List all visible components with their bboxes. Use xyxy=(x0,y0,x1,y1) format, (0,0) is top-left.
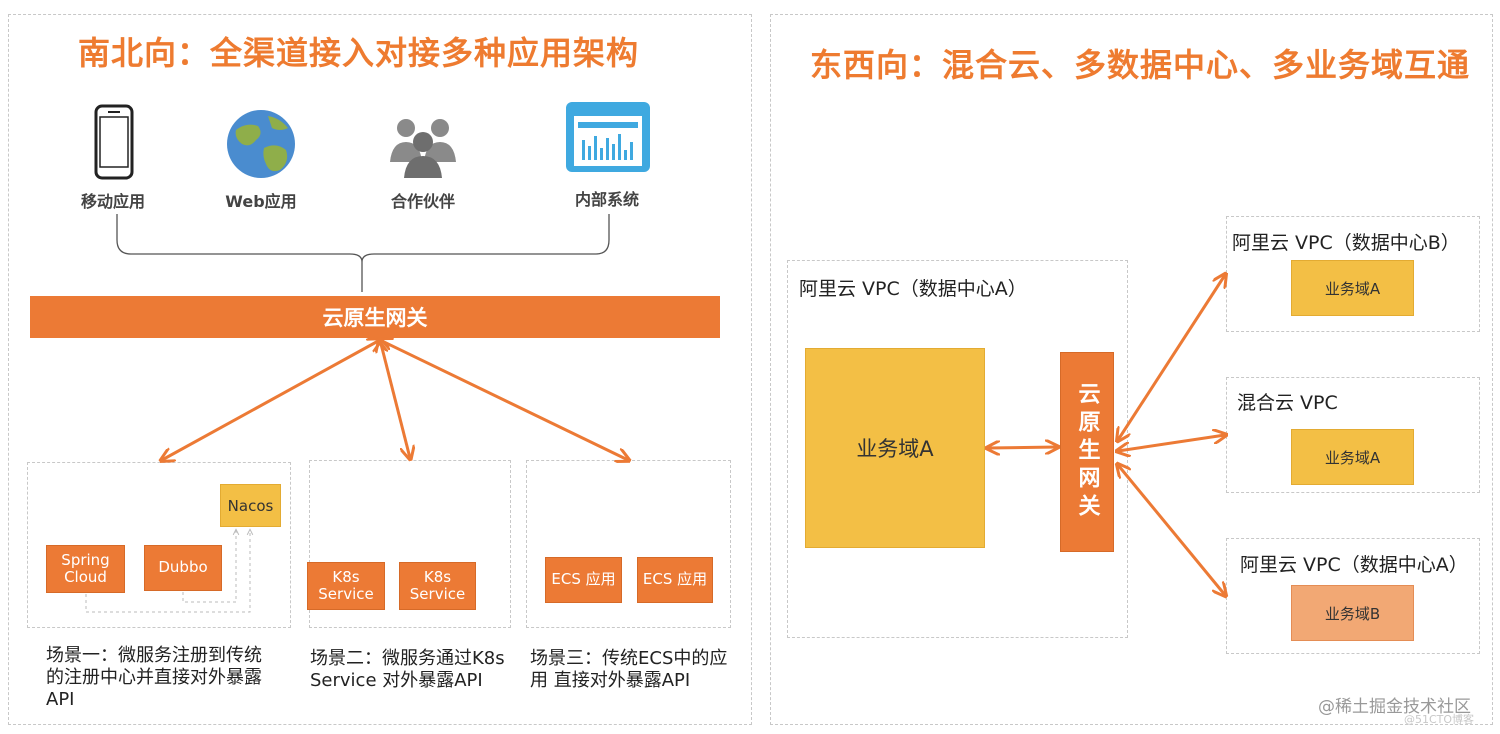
north-south-panel xyxy=(8,14,752,725)
client-mobile-label: 移动应用 xyxy=(80,192,145,211)
globe-icon xyxy=(227,110,295,178)
client-partner xyxy=(368,112,478,186)
remote-vpc-3-domain: 业务域B xyxy=(1291,585,1414,641)
vertical-gateway-text: 云原生网关 xyxy=(1074,382,1100,522)
remote-vpc-2-domain: 业务域A xyxy=(1291,429,1414,485)
dubbo-nacos-link xyxy=(182,530,236,603)
people-icon xyxy=(390,119,456,178)
arrow-gateway-scene2 xyxy=(380,340,410,458)
k8s-service-box-2: K8s Service xyxy=(399,562,476,610)
remote-vpc-2-label: 混合云 VPC xyxy=(1237,392,1338,414)
cloud-native-gateway-bar: 云原生网关 xyxy=(30,296,720,338)
arrow-gateway-vpc-b xyxy=(1118,275,1225,440)
client-partner-label: 合作伙伴 xyxy=(390,192,455,211)
spring-nacos-link xyxy=(85,530,250,613)
phone-icon xyxy=(94,104,134,180)
client-brace xyxy=(116,214,610,292)
client-internal-label: 内部系统 xyxy=(574,190,639,209)
nacos-box: Nacos xyxy=(220,484,281,527)
arrow-domain-gateway xyxy=(988,447,1057,448)
client-internal xyxy=(552,100,662,182)
scene1-caption: 场景一：微服务注册到传统的注册中心并直接对外暴露API xyxy=(46,645,262,710)
dashboard-icon xyxy=(566,102,650,172)
main-business-domain: 业务域A xyxy=(805,348,985,548)
k8s-service-box-1: K8s Service xyxy=(307,562,385,610)
east-west-panel xyxy=(770,14,1493,725)
client-web xyxy=(206,104,316,186)
remote-vpc-1-label: 阿里云 VPC（数据中心B） xyxy=(1232,232,1460,254)
ecs-app-box-2: ECS 应用 xyxy=(637,557,713,603)
scene2-caption: 场景二：微服务通过K8s Service 对外暴露API xyxy=(310,648,505,691)
watermark-juejin: @稀土掘金技术社区 xyxy=(1318,697,1471,717)
arrow-gateway-scene1 xyxy=(162,340,380,460)
scene3-caption: 场景三：传统ECS中的应用 直接对外暴露API xyxy=(530,648,728,691)
north-south-title: 南北向：全渠道接入对接多种应用架构 xyxy=(78,34,640,72)
arrow-gateway-scene3 xyxy=(380,340,628,460)
main-vpc-label: 阿里云 VPC（数据中心A） xyxy=(799,278,1027,300)
client-web-label: Web应用 xyxy=(225,192,297,211)
arrow-gateway-vpc-a xyxy=(1118,465,1225,595)
arrow-gateway-hybrid xyxy=(1118,435,1225,451)
vertical-gateway-box: 云原生网关 xyxy=(1060,352,1114,552)
remote-vpc-3-label: 阿里云 VPC（数据中心A） xyxy=(1240,554,1468,576)
watermark-51cto: @51CTO博客 xyxy=(1404,713,1475,726)
dubbo-box: Dubbo xyxy=(144,545,222,591)
ecs-app-box-1: ECS 应用 xyxy=(545,557,622,603)
client-mobile xyxy=(58,104,168,186)
east-west-title: 东西向：混合云、多数据中心、多业务域互通 xyxy=(810,46,1471,84)
remote-vpc-1-domain: 业务域A xyxy=(1291,260,1414,316)
spring-cloud-box: Spring Cloud xyxy=(46,545,125,593)
